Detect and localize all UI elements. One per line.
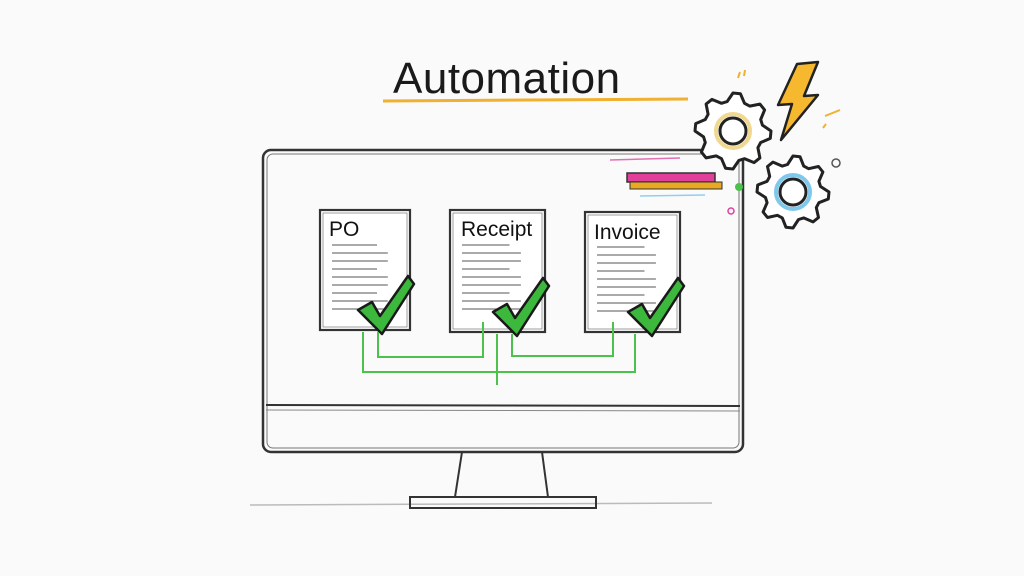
doc-label-po: PO — [329, 218, 360, 241]
document-receipt — [448, 208, 551, 338]
checkmark-icon — [626, 276, 686, 338]
lightning-bolt-icon — [776, 60, 820, 142]
floor-line — [249, 502, 713, 506]
spark-marks — [737, 69, 841, 129]
progress-bar-icon — [609, 157, 743, 215]
doc-label-receipt: Receipt — [461, 218, 533, 241]
connector-lines — [362, 322, 636, 385]
document-invoice — [583, 210, 686, 338]
title-underline — [382, 97, 689, 103]
monitor-icon — [261, 148, 745, 509]
page-title: Automation — [393, 54, 621, 103]
checkmark-icon — [491, 276, 551, 338]
gear-icon — [755, 154, 831, 230]
doc-label-invoice: Invoice — [594, 221, 661, 244]
gear-icon — [693, 91, 773, 171]
checkmark-icon — [356, 274, 416, 336]
document-po — [318, 208, 416, 336]
